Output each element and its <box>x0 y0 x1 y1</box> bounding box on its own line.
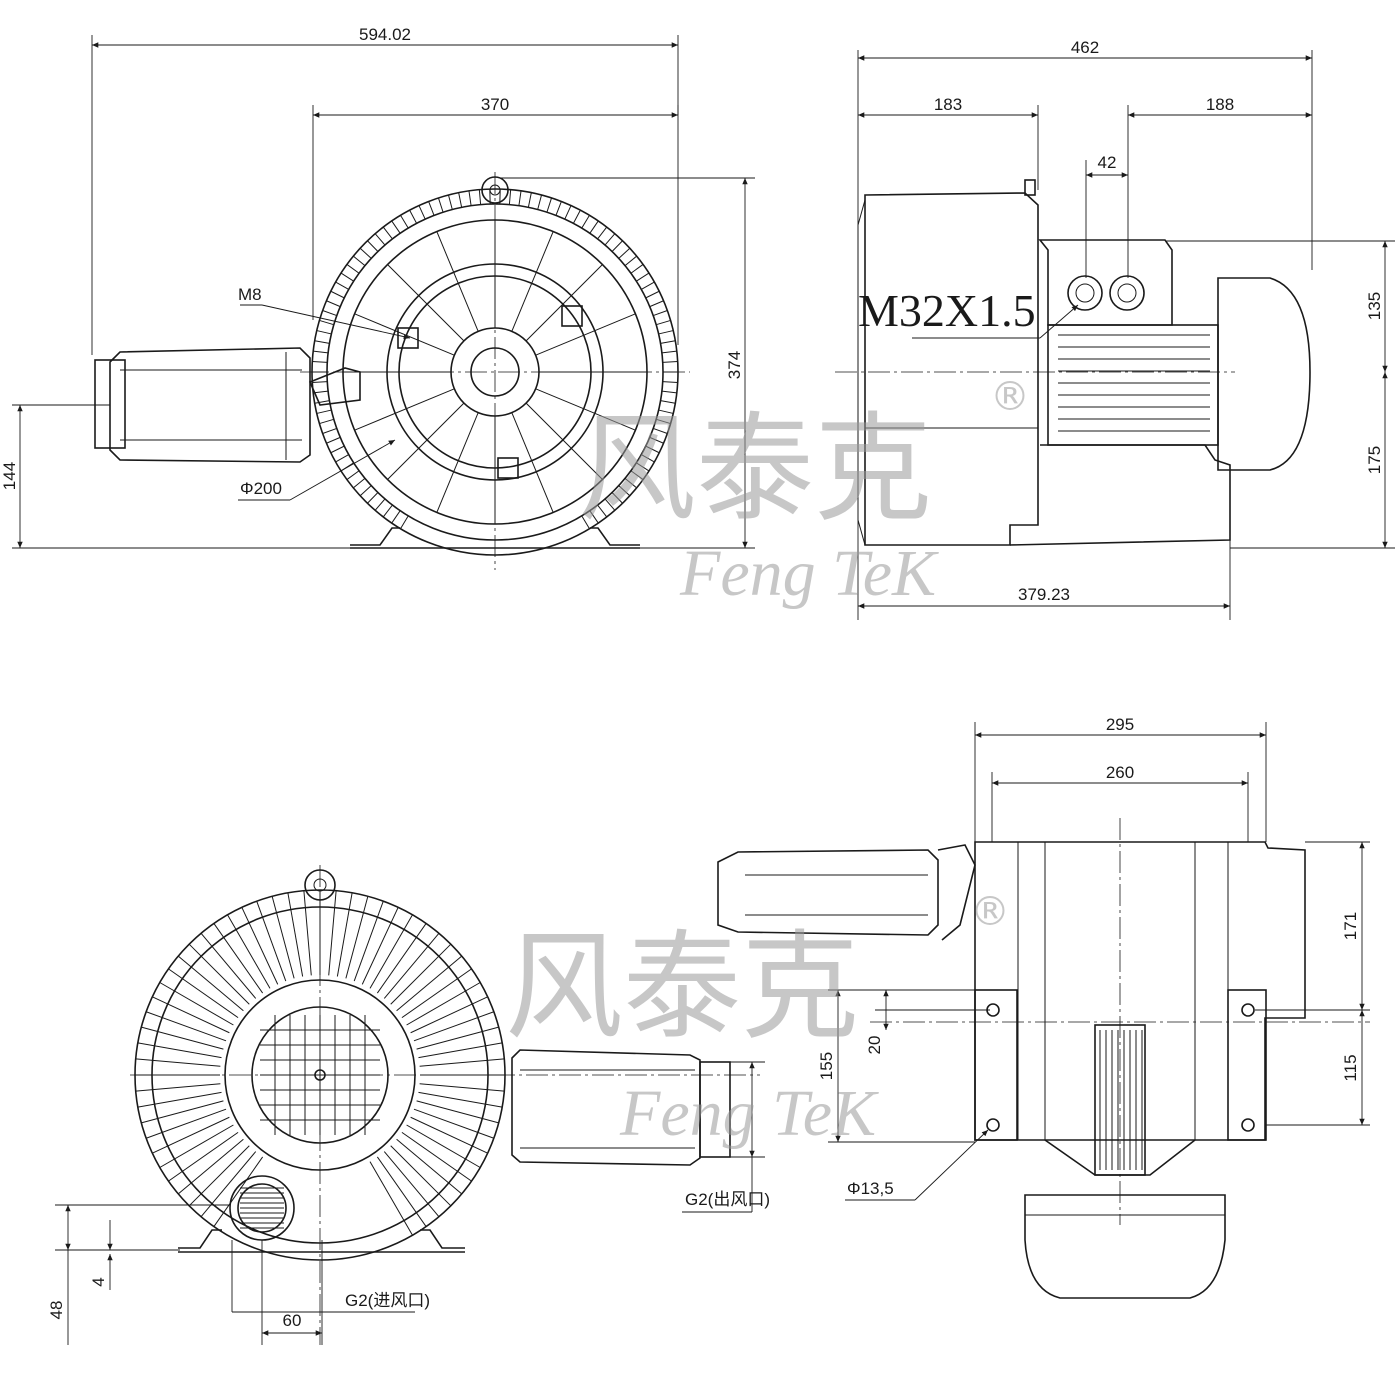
front-dim-height: 374 <box>725 351 744 379</box>
side-dim-total-width: 462 <box>1071 38 1099 57</box>
watermark-registered-top: ® <box>990 374 1030 420</box>
rear-label-outlet: G2(出风口) <box>685 1190 770 1209</box>
rear-label-inlet: G2(进风口) <box>345 1291 430 1310</box>
rear-dim-inlet-width: 60 <box>283 1311 302 1330</box>
side-label-cable-gland: M32X1.5 <box>858 285 1036 336</box>
front-dim-total-length: 594.02 <box>359 25 411 44</box>
top-dim-lower: 115 <box>1341 1054 1360 1081</box>
rear-dim-foot-thickness: 4 <box>89 1277 108 1286</box>
front-view-motor <box>94 347 361 463</box>
watermark-chinese-top: 风泰克 <box>578 400 932 538</box>
top-view: 295 260 171 115 155 20 Φ13,5 <box>717 715 1370 1299</box>
side-dim-gland-spacing: 42 <box>1098 153 1117 172</box>
front-dim-housing-width: 370 <box>481 95 509 114</box>
front-label-diameter: Φ200 <box>240 479 282 498</box>
side-dim-base-length: 379.23 <box>1018 585 1070 604</box>
side-dim-upper-height: 135 <box>1365 292 1384 320</box>
side-view-motor <box>1009 239 1311 546</box>
side-dim-left: 183 <box>934 95 962 114</box>
rear-dim-base-height: 48 <box>47 1301 66 1320</box>
watermark-latin-top: Feng TeK <box>679 537 939 610</box>
top-dim-mount: 155 <box>817 1052 836 1080</box>
rear-view-motor <box>511 1049 731 1166</box>
watermark-registered-bottom: ® <box>970 889 1010 935</box>
watermark-bottom: 风泰克 ® Feng TeK <box>505 889 1010 1150</box>
rear-view: 48 4 60 G2(进风口) G2(出风口) <box>47 865 770 1345</box>
top-dim-outer-width: 295 <box>1106 715 1134 734</box>
top-view-housing <box>974 841 1306 1299</box>
watermark-latin-bottom: Feng TeK <box>619 1077 879 1150</box>
top-dim-inner-width: 260 <box>1106 763 1134 782</box>
watermark-top: 风泰克 ® Feng TeK <box>578 374 1030 610</box>
watermark-chinese-bottom: 风泰克 <box>505 918 859 1056</box>
front-dim-axis-height: 144 <box>0 462 19 490</box>
side-view: 462 183 188 42 135 175 379.23 M32X1.5 <box>835 38 1395 620</box>
front-label-thread: M8 <box>238 285 262 304</box>
side-dim-lower-height: 175 <box>1365 446 1384 474</box>
top-dim-upper: 171 <box>1341 912 1360 940</box>
side-dim-right: 188 <box>1206 95 1234 114</box>
front-view: 594.02 370 374 144 M8 Φ200 <box>0 25 755 570</box>
top-label-hole: Φ13,5 <box>847 1179 894 1198</box>
top-dim-offset: 20 <box>865 1036 884 1055</box>
